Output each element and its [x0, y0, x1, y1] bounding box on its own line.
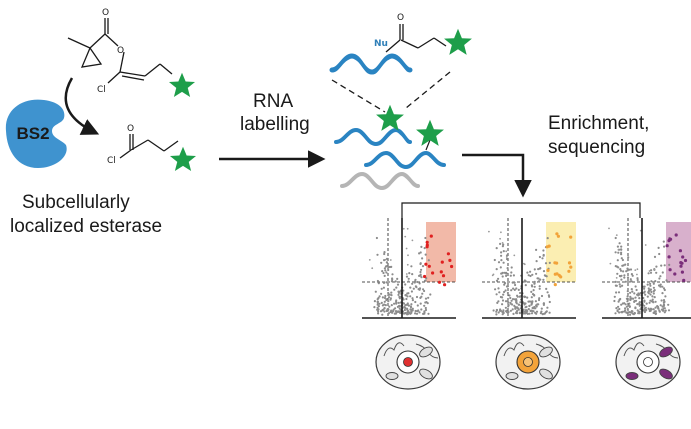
acyl-chloride-product [119, 134, 179, 159]
volcano-plot-icon [482, 218, 576, 319]
bs2-enzyme-blob [5, 99, 67, 168]
rna-label-line2: labelling [240, 114, 310, 135]
acyl-chloride-label: Cl [107, 156, 116, 166]
enriched-region [666, 222, 691, 282]
ester-bridge-oxygen-label: O [117, 46, 124, 56]
ester-oxygen-label: O [102, 8, 109, 18]
green-star-icon [169, 146, 197, 172]
reaction-curved-arrow [64, 77, 100, 135]
green-star-icon [416, 119, 444, 146]
vinyl-chloride-label: Cl [97, 85, 106, 95]
green-star-icon [376, 104, 404, 131]
rna-label-line1: RNA [253, 91, 293, 112]
green-star-icon [444, 28, 472, 55]
rna-hairpin-icon [340, 171, 420, 191]
green-star-icon [168, 72, 196, 98]
enrichment-label-line2: sequencing [548, 137, 645, 158]
nucleophile-adduct [385, 24, 447, 53]
volcano-plot-icon [362, 218, 456, 319]
enriched-region [546, 222, 576, 282]
rna-hairpin-icon [364, 150, 446, 170]
bs2-label: BS2 [16, 124, 49, 143]
rna-hairpin-icon [334, 127, 412, 147]
enrichment-arrow [462, 153, 532, 198]
volcano-panels [362, 218, 691, 319]
panel-bracket [401, 202, 641, 218]
cell-icon [615, 334, 681, 390]
nucleophile-label: Nu [374, 39, 388, 49]
acyl-oxygen-label: O [127, 124, 134, 134]
cell-icons [375, 334, 681, 390]
adduct-oxygen-label: O [397, 13, 404, 23]
zoom-dash-right [405, 71, 451, 109]
labeled-rna-zoom [329, 53, 413, 78]
ester-substrate [67, 18, 173, 84]
rna-pool [334, 127, 446, 193]
zoom-dash-left [331, 79, 386, 113]
cell-icon [375, 334, 441, 390]
cell-icon [495, 334, 561, 390]
volcano-plot-icon [602, 218, 691, 319]
enrichment-label-line1: Enrichment, [548, 113, 649, 134]
esterase-label-line1: Subcellularly [22, 192, 130, 213]
esterase-label-line2: localized esterase [10, 216, 162, 237]
